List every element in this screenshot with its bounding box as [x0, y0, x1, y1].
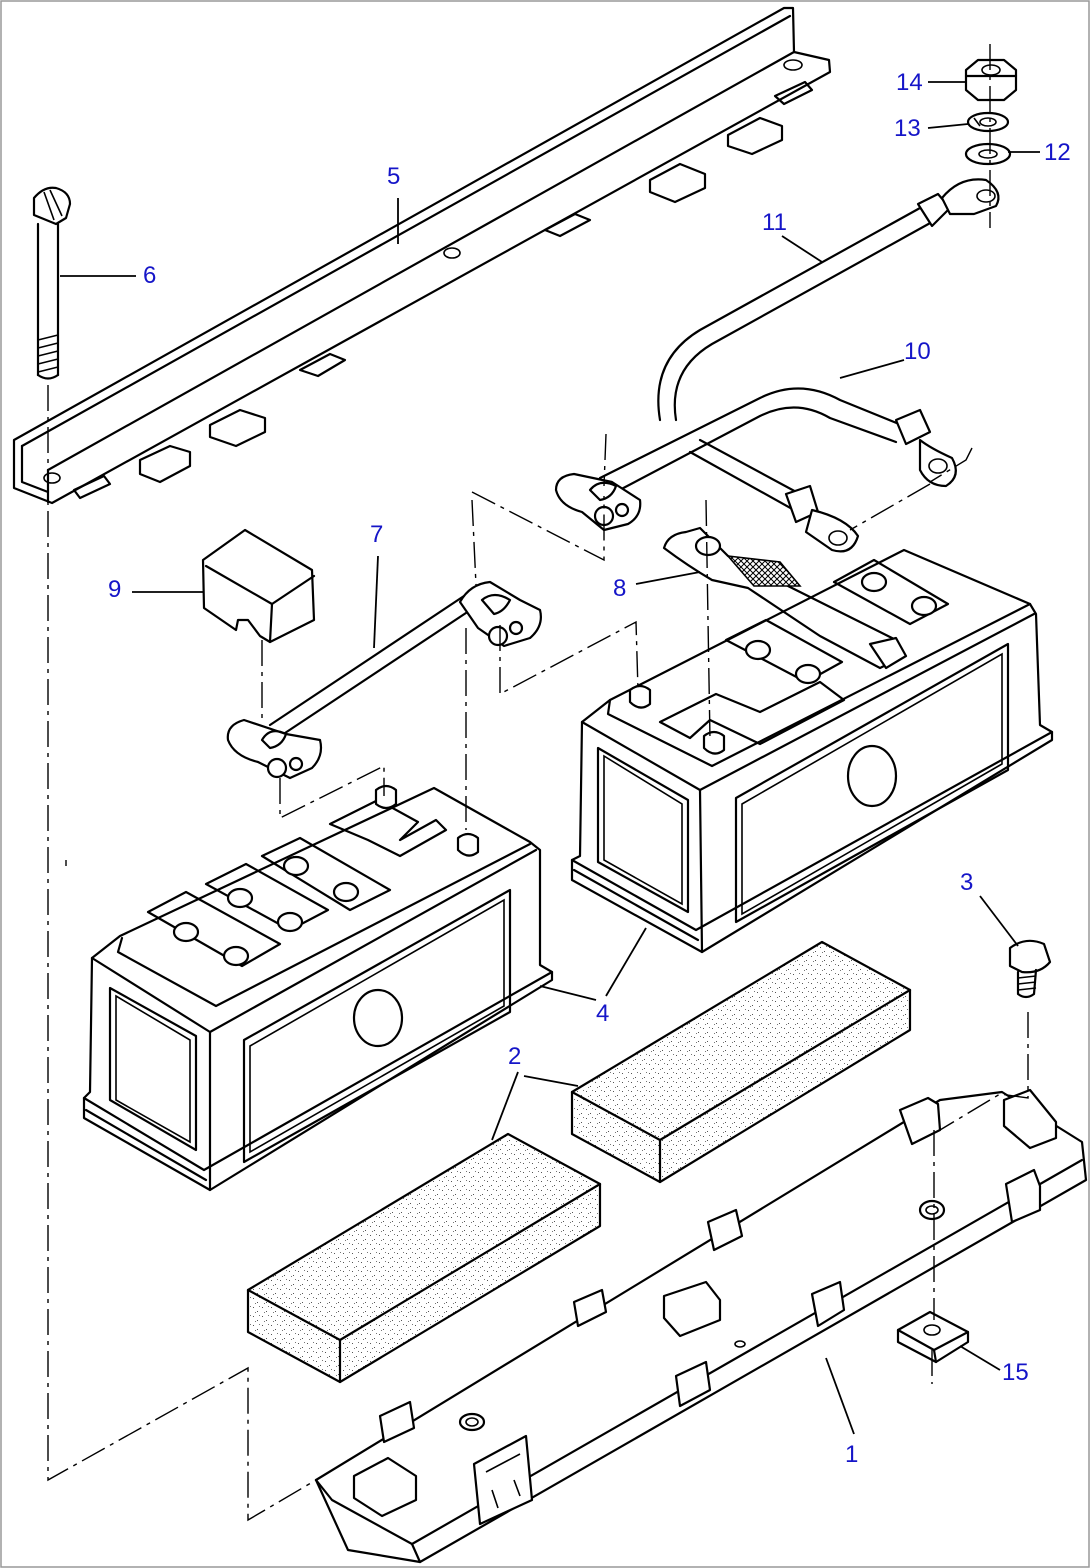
battery-left-part-4: [82, 784, 554, 1192]
battery-tray-part-1: [314, 1088, 1088, 1564]
j-bolt-part-6: [32, 186, 72, 380]
terminal-clamp-top: [554, 472, 642, 532]
bolt-part-3: [1008, 939, 1052, 999]
flat-washer-part-12: [964, 142, 1012, 166]
terminal-cap-part-9: [201, 528, 316, 644]
foam-pad-lower-part-2: [246, 1132, 602, 1384]
connector-cable-part-7: [226, 580, 542, 780]
callout-labels: 1 2 3 4 5 6 7 8 9 10 11 12 13 14 15: [108, 69, 1071, 1468]
callout-3: 3: [960, 869, 973, 896]
callout-13: 13: [894, 115, 921, 142]
cable-lower: [688, 438, 860, 553]
cable-part-11: [657, 178, 1000, 422]
callout-12: 12: [1044, 139, 1071, 166]
lock-washer-part-13: [966, 111, 1010, 133]
foam-pad-upper-part-2: [570, 940, 912, 1184]
callout-5: 5: [387, 163, 400, 190]
callout-10: 10: [904, 338, 931, 365]
callout-8: 8: [613, 575, 626, 602]
callout-15: 15: [1002, 1359, 1029, 1386]
callout-2: 2: [508, 1043, 521, 1070]
leader-lines: [60, 81, 1040, 1435]
callout-11: 11: [762, 209, 787, 236]
callout-9: 9: [108, 576, 121, 603]
hold-down-bar-part-5: [12, 6, 832, 505]
hex-nut-part-14: [964, 58, 1018, 102]
nut-plate-part-15: [896, 1310, 970, 1364]
callout-14: 14: [896, 69, 923, 96]
callout-6: 6: [143, 262, 156, 289]
assembly-center-lines: [47, 44, 1029, 1522]
callout-1: 1: [845, 1441, 858, 1468]
terminal-strap-part-8: [662, 526, 908, 670]
callout-4: 4: [596, 1000, 609, 1027]
cable-part-10: [598, 387, 957, 496]
callout-7: 7: [370, 521, 383, 548]
battery-right-part-4: [570, 548, 1054, 954]
